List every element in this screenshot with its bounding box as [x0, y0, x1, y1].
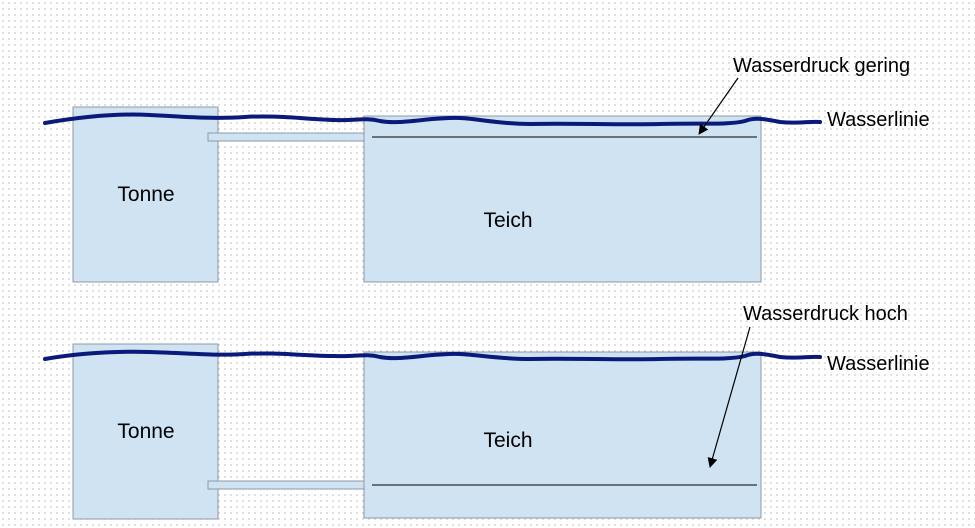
barrel-label: Tonne: [117, 183, 174, 206]
waterline-label: Wasserlinie: [827, 109, 930, 131]
barrel-tonne: [72, 343, 219, 520]
pressure-arrow: [698, 77, 739, 135]
pressure-label: Wasserdruck gering: [733, 55, 910, 77]
water-line-wave: [43, 349, 822, 362]
connecting-pipe: [207, 480, 365, 490]
pond-label: Teich: [483, 209, 532, 232]
barrel-label: Tonne: [117, 420, 174, 443]
waterline-label: Wasserlinie: [827, 353, 930, 375]
pond-label: Teich: [483, 429, 532, 452]
pressure-label: Wasserdruck hoch: [743, 303, 908, 325]
barrel-tonne: [72, 106, 219, 283]
pond-teich: [363, 351, 762, 519]
water-line-wave: [43, 112, 822, 127]
scenario-high-pressure: Tonne Teich Wasserdruck hoch Wasserlinie: [43, 303, 930, 520]
pond-teich: [363, 115, 762, 283]
scenario-low-pressure: Tonne Teich Wasserdruck gering Wasserlin…: [43, 55, 930, 283]
connecting-pipe: [207, 132, 365, 142]
pressure-arrow: [707, 326, 751, 468]
